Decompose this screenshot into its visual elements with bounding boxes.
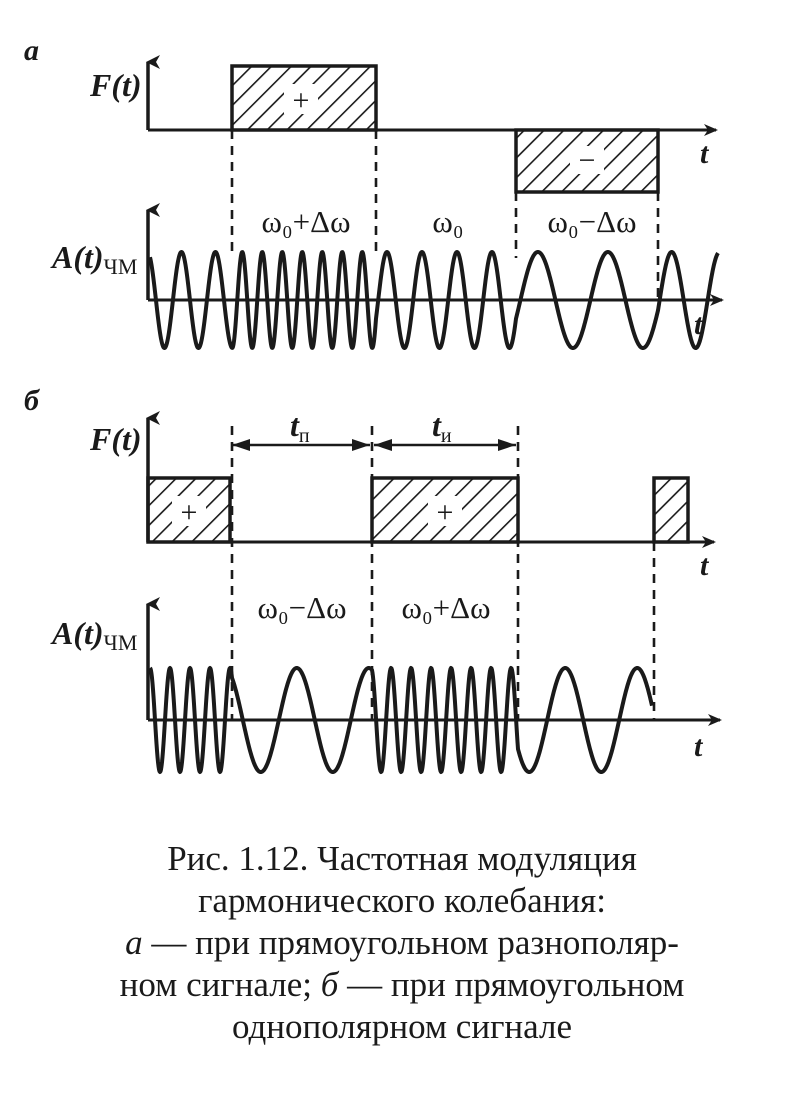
panel-b-a-label: A(t)ЧМ: [50, 615, 137, 655]
panel-b-fm-wave: [148, 666, 654, 774]
panel-b-plus-bg-2: [428, 496, 462, 526]
caption-line-1: Рис. 1.12. Частотная модуляция: [167, 839, 637, 878]
panel-b-plus-sign-2: +: [437, 496, 454, 529]
panel-a-fm-wave: [148, 250, 720, 350]
panel-b-a-axis-t-label: t: [694, 730, 704, 763]
panel-a-a-label: A(t)ЧМ: [50, 239, 137, 279]
figure-caption: Рис. 1.12. Частотная модуляция гармониче…: [0, 838, 804, 1048]
panel-b-f-label: F(t): [89, 421, 142, 457]
panel-b-pulse-label: tи: [432, 407, 452, 447]
panel-b-freq-low: ω₀−Δω: [257, 590, 346, 625]
caption-line-3: а — при прямоугольном разнополяр-: [125, 923, 679, 962]
caption-line-4: ном сигнале; б — при прямоугольном: [119, 965, 685, 1004]
panel-a-freq-base: ω₀: [432, 204, 463, 239]
panel-b-pause-label: tп: [290, 407, 310, 447]
caption-line-5: однополярном сигнале: [231, 1007, 573, 1046]
panel-a-a-axis-t-label: t: [694, 308, 704, 341]
panel-a-plus-sign: +: [293, 84, 310, 117]
panel-a-f-label: F(t): [89, 67, 142, 103]
panel-b-f-axis-t-label: t: [700, 549, 710, 582]
panel-b: б F(t) t + + tп tи ω₀−Δω ω₀+Δω A(t)ЧМ: [24, 384, 722, 774]
panel-a-f-axis-t-label: t: [700, 137, 710, 170]
panel-a-minus-sign: −: [579, 144, 596, 177]
panel-b-plus-sign-1: +: [181, 496, 198, 529]
panel-b-letter: б: [24, 384, 40, 417]
panel-a-letter: а: [24, 34, 39, 67]
panel-a: а F(t) t + − ω₀+Δω ω₀ ω₀−Δω A(t)ЧМ t: [24, 34, 724, 350]
panel-b-freq-high: ω₀+Δω: [401, 590, 490, 625]
panel-a-minus-bg: [570, 146, 604, 174]
panel-a-plus-bg: [284, 84, 318, 114]
panel-b-pulse-3: [652, 476, 690, 544]
panel-a-freq-low: ω₀−Δω: [547, 204, 636, 239]
panel-b-plus-bg-1: [172, 496, 206, 526]
caption-line-2: гармонического колебания:: [198, 881, 606, 920]
panel-a-freq-high: ω₀+Δω: [261, 204, 350, 239]
panel-a-negative-pulse: [514, 128, 660, 194]
